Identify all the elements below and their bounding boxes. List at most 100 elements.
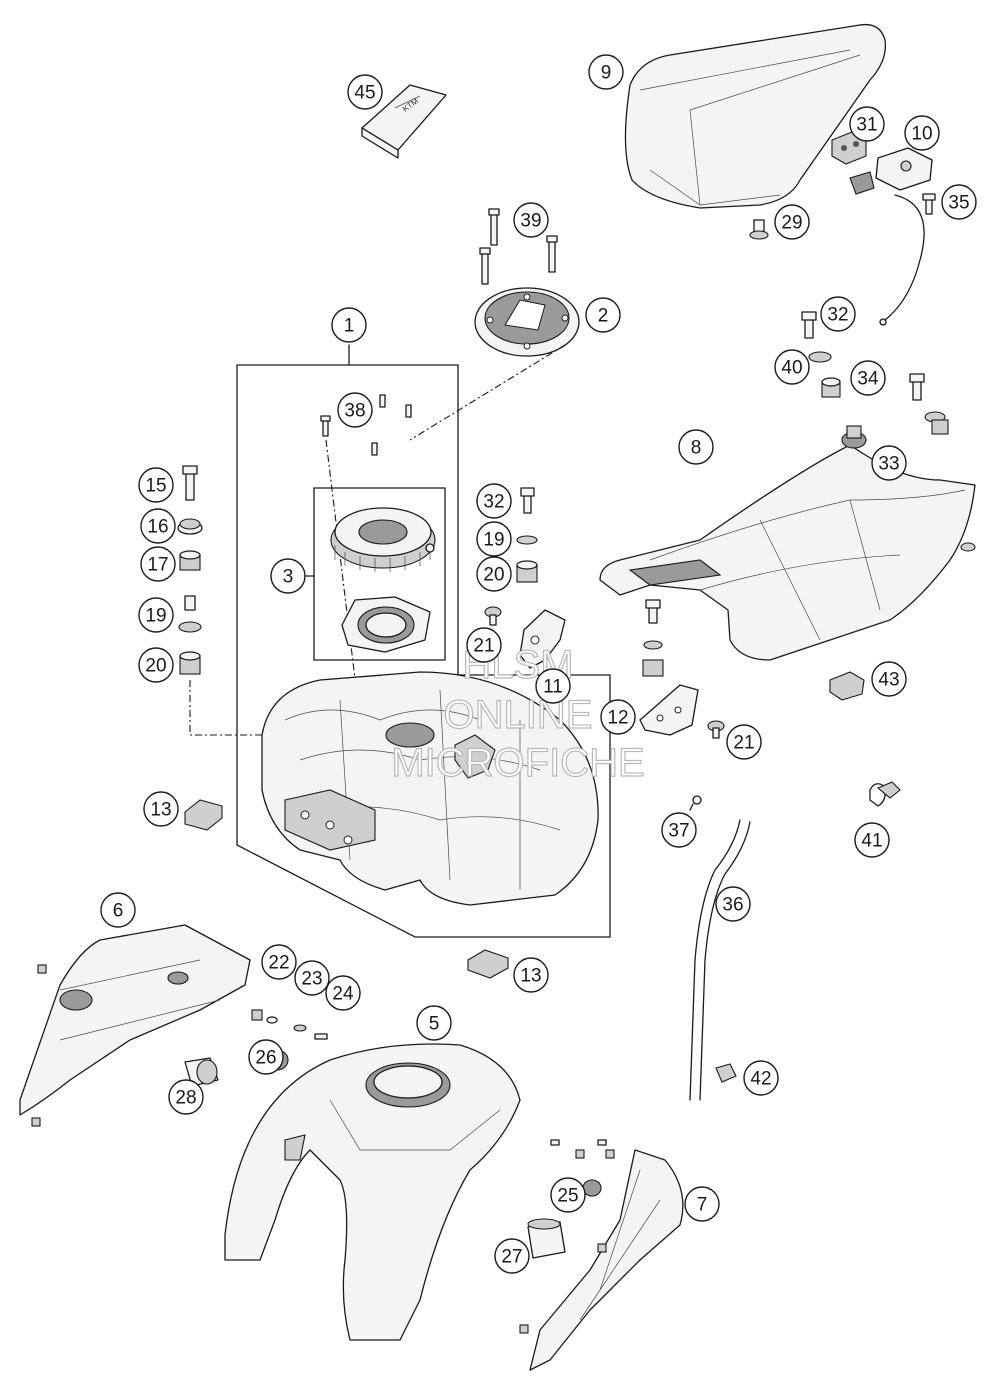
- callout-circle: [743, 1060, 779, 1096]
- spacer-19-mid-part: [516, 535, 538, 545]
- clip-43-part: [829, 671, 865, 701]
- callout-label: 27: [501, 1247, 522, 1268]
- callout-label: 12: [607, 708, 628, 729]
- callout-circle: [513, 202, 549, 238]
- callout-2: 2: [585, 297, 621, 333]
- callout-circle: [476, 483, 512, 519]
- callout-42: 42: [743, 1060, 779, 1096]
- callout-label: 19: [145, 606, 166, 627]
- callout-circle: [849, 106, 885, 142]
- clamp-37-part: [689, 795, 702, 811]
- callout-label: 10: [911, 124, 932, 145]
- callout-label: 34: [857, 369, 879, 390]
- fuel-cap-part: [474, 287, 580, 357]
- callout-8: 8: [678, 429, 714, 465]
- callout-label: 17: [147, 555, 168, 576]
- callout-43: 43: [871, 661, 907, 697]
- callout-label: 39: [520, 211, 541, 232]
- callout-21: 21: [726, 724, 762, 760]
- clip-13-right-part: [467, 949, 509, 979]
- small-hardware-7-part: [519, 1139, 615, 1334]
- front-seat-part: [599, 444, 976, 661]
- bracket-11-part: [519, 609, 566, 669]
- callout-label: 22: [268, 953, 289, 974]
- callout-label: 24: [332, 984, 354, 1005]
- callout-29: 29: [774, 204, 810, 240]
- bolt-21-mid-part: [484, 606, 502, 626]
- callout-circle: [331, 307, 367, 343]
- seat-mount-hardware-part: [642, 599, 664, 677]
- callout-label: 28: [175, 1088, 196, 1109]
- callout-6: 6: [100, 892, 136, 928]
- callout-circle: [270, 558, 306, 594]
- callout-label: 32: [483, 492, 504, 513]
- callout-label: 26: [255, 1048, 276, 1069]
- callout-circle: [513, 957, 549, 993]
- callout-label: 20: [145, 656, 166, 677]
- callout-circle: [871, 445, 907, 481]
- callout-34: 34: [850, 360, 886, 396]
- callout-38: 38: [337, 392, 373, 428]
- callout-31: 31: [849, 106, 885, 142]
- callout-circle: [774, 204, 810, 240]
- callout-label: 21: [733, 733, 754, 754]
- callout-12: 12: [600, 699, 636, 735]
- callout-circle: [715, 886, 751, 922]
- bolt-21-right-part: [707, 720, 725, 739]
- callout-circle: [100, 892, 136, 928]
- bolts-39-part: [479, 208, 558, 285]
- callout-20: 20: [138, 647, 174, 683]
- callout-39: 39: [513, 202, 549, 238]
- mount-33-part: [841, 425, 867, 449]
- callout-37: 37: [661, 812, 697, 848]
- callout-3: 3: [270, 558, 306, 594]
- screws-38-part: [320, 394, 412, 456]
- watermark-line-2: ONLINE: [444, 693, 593, 737]
- buffer-29-part: [749, 219, 769, 240]
- bracket-12-part: [639, 684, 699, 736]
- bolt-right-far-part: [909, 373, 949, 435]
- hose-36-part: [689, 819, 751, 1101]
- callout-24: 24: [325, 975, 361, 1011]
- callout-label: 36: [722, 895, 743, 916]
- callout-26: 26: [248, 1039, 284, 1075]
- callout-circle: [476, 521, 512, 557]
- callout-10: 10: [904, 115, 940, 151]
- callout-45: 45: [347, 74, 383, 110]
- watermark-line-3: MICROFICHE: [391, 741, 644, 785]
- callout-circle: [820, 296, 856, 332]
- callout-circle: [588, 54, 624, 90]
- callout-circle: [585, 297, 621, 333]
- clip-42-part: [715, 1063, 737, 1083]
- callout-25: 25: [550, 1177, 586, 1213]
- callout-label: 11: [543, 677, 563, 698]
- callout-circle: [476, 556, 512, 592]
- damper-25-part: [582, 1179, 602, 1197]
- callout-circle: [140, 546, 176, 582]
- callout-label: 43: [878, 670, 899, 691]
- seat-lock-part: [849, 147, 933, 326]
- grommet-20-left-part: [179, 651, 201, 675]
- callout-circle: [248, 1039, 284, 1075]
- callout-label: 41: [861, 831, 882, 852]
- callout-1: 1: [331, 307, 367, 343]
- bolt-15-part: [182, 465, 198, 501]
- callout-11: 11: [535, 668, 571, 704]
- nut-17-part: [179, 550, 201, 571]
- key-fob-part: KTM: [361, 84, 447, 159]
- callout-15: 15: [138, 467, 174, 503]
- callout-circle: [261, 944, 297, 980]
- callout-label: 8: [691, 438, 702, 459]
- callout-32: 32: [820, 296, 856, 332]
- callout-label: 13: [150, 800, 171, 821]
- callout-label: 42: [750, 1069, 771, 1090]
- callout-label: 3: [283, 567, 294, 588]
- callout-circle: [325, 975, 361, 1011]
- callout-label: 21: [473, 636, 494, 657]
- callout-label: 40: [781, 358, 802, 379]
- callout-label: 33: [878, 454, 899, 475]
- callout-circle: [684, 1186, 720, 1222]
- callout-label: 38: [344, 401, 365, 422]
- callout-label: 23: [301, 969, 322, 990]
- callout-circle: [600, 699, 636, 735]
